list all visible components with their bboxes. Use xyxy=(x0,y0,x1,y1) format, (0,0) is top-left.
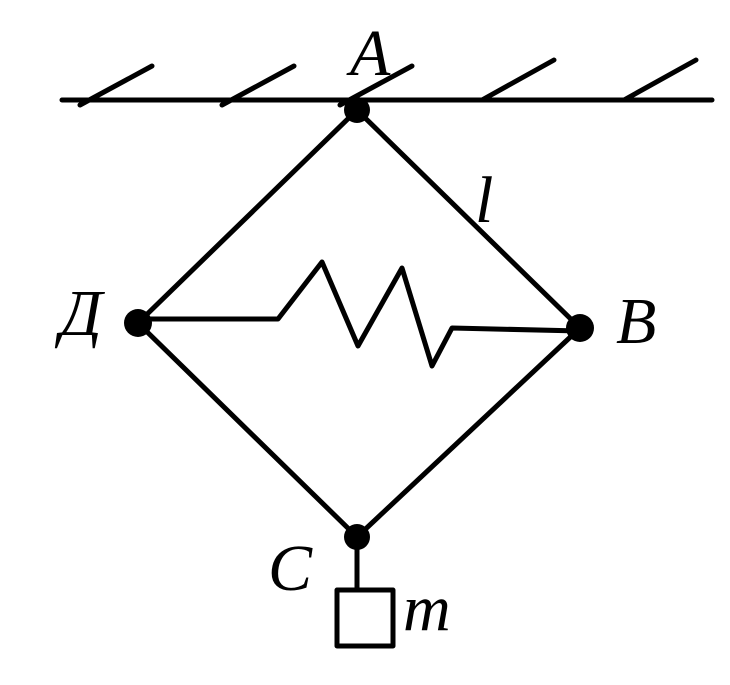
rod-a-b xyxy=(354,107,583,331)
spring xyxy=(135,259,583,369)
label-mass: m xyxy=(403,572,451,645)
label-d: Д xyxy=(54,277,105,350)
rod-b-c xyxy=(354,325,583,540)
label-c: C xyxy=(268,532,313,605)
ceiling-hatch xyxy=(479,57,557,103)
label-b: B xyxy=(616,285,656,358)
ceiling-hatch xyxy=(219,63,297,108)
label-length: l xyxy=(475,164,493,237)
rhombus-rods xyxy=(135,107,583,540)
node-b xyxy=(566,314,594,342)
mass-block xyxy=(334,587,396,649)
ceiling-hatch xyxy=(621,57,699,103)
rod-c-d xyxy=(135,320,360,540)
node-d xyxy=(124,309,152,337)
rod-d-a xyxy=(135,107,360,326)
node-a xyxy=(344,97,370,123)
node-c xyxy=(344,524,370,550)
label-a: A xyxy=(346,17,391,90)
ceiling-hatch xyxy=(77,63,155,108)
